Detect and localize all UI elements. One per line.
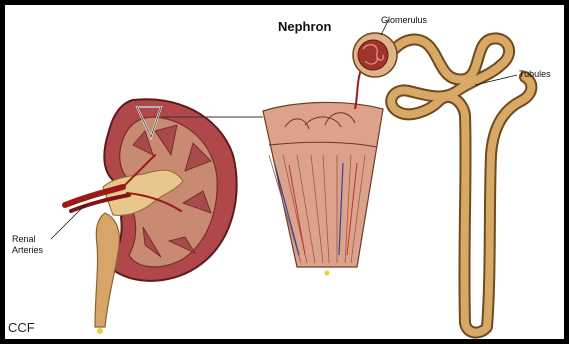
glomerulus bbox=[353, 33, 397, 77]
figure-canvas: Nephron Glomerulus Tubules Renal Arterie… bbox=[5, 5, 564, 339]
nephron-illustration bbox=[5, 5, 564, 339]
glomerulus-label: Glomerulus bbox=[381, 15, 427, 25]
renal-arteries-leader bbox=[51, 205, 85, 239]
ureter-tip bbox=[97, 328, 103, 334]
diagram-title: Nephron bbox=[278, 19, 331, 34]
renal-label-line1: Renal bbox=[12, 234, 43, 245]
renal-label-line2: Arteries bbox=[12, 245, 43, 256]
renal-arteries-label: Renal Arteries bbox=[12, 234, 43, 256]
cross-section bbox=[263, 102, 383, 275]
tubules-label: Tubules bbox=[519, 69, 551, 79]
credit-logo: CCF bbox=[8, 320, 35, 335]
nephron-tubule bbox=[389, 38, 531, 332]
